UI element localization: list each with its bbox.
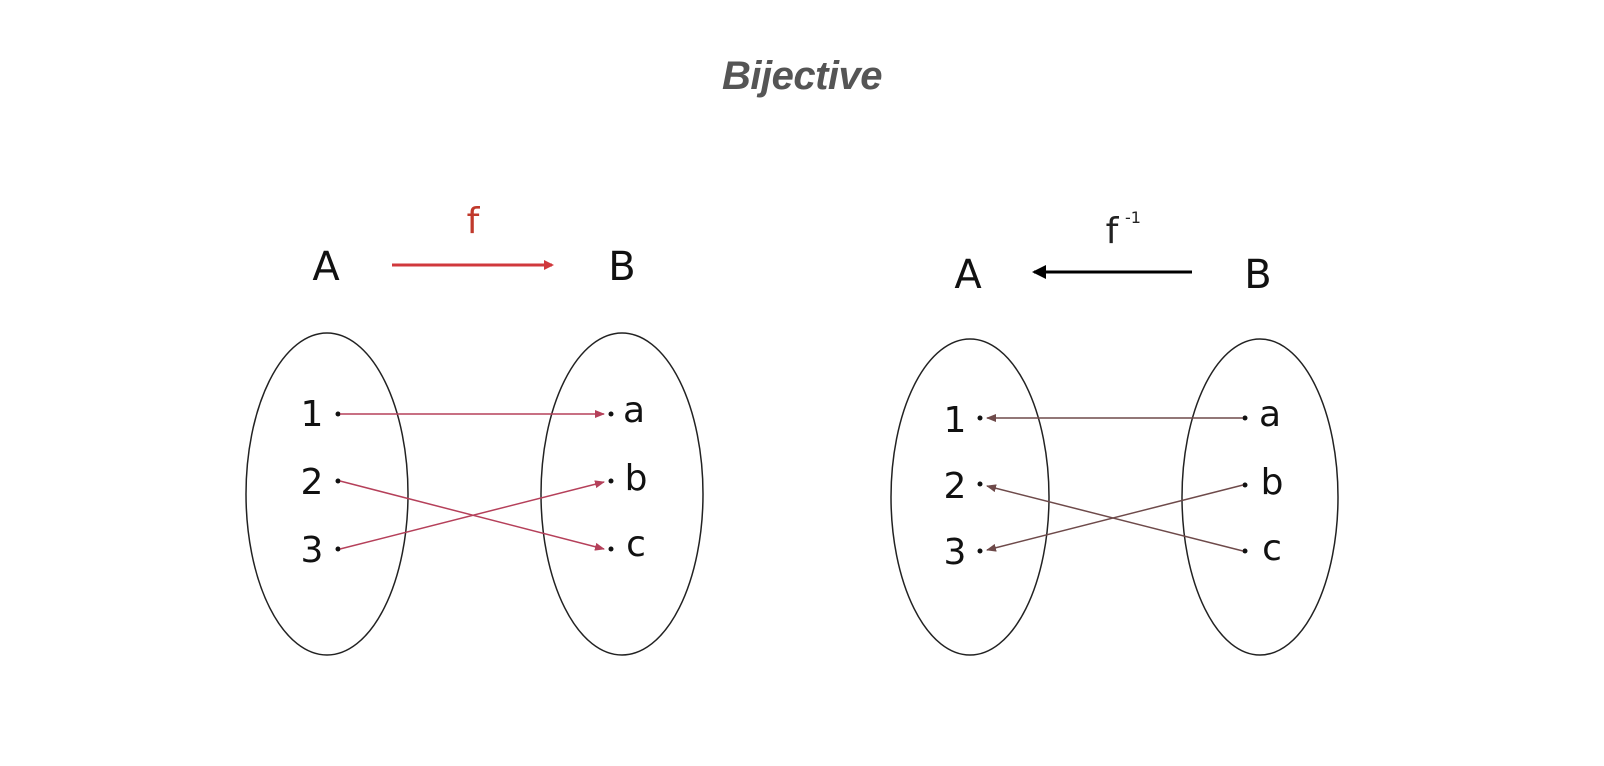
set-label-b: B: [1244, 252, 1271, 298]
point-c: [1242, 548, 1248, 554]
point-c: [608, 546, 614, 552]
element-a: a: [623, 390, 645, 431]
element-3: 3: [944, 532, 967, 573]
element-2: 2: [301, 462, 324, 503]
page-title: Bijective: [721, 54, 883, 98]
mapping-c-to-2: [986, 484, 1244, 552]
point-2: [977, 481, 983, 487]
point-3: [977, 548, 983, 554]
element-b: b: [625, 458, 648, 499]
point-a: [1242, 415, 1248, 421]
point-1: [977, 415, 983, 421]
element-a: a: [1259, 394, 1281, 435]
set-a-ellipse: [890, 338, 1050, 656]
set-b-ellipse: [540, 332, 704, 656]
set-label-a: A: [312, 244, 340, 290]
inverse-function-diagram: f -1 A B 1 2 3 a b c: [890, 208, 1339, 656]
element-c: c: [1262, 528, 1282, 569]
point-b: [608, 478, 614, 484]
function-label-f: f: [467, 201, 481, 242]
point-3: [335, 546, 341, 552]
set-b-ellipse: [1181, 338, 1339, 656]
point-2: [335, 478, 341, 484]
element-3: 3: [301, 530, 324, 571]
element-1: 1: [944, 400, 967, 441]
mapping-3-to-b: [339, 480, 605, 550]
element-c: c: [626, 524, 646, 565]
set-label-b: B: [608, 244, 635, 290]
element-1: 1: [301, 394, 324, 435]
function-label-f-inverse: f: [1106, 211, 1120, 252]
point-b: [1242, 482, 1248, 488]
inverse-superscript: -1: [1125, 208, 1141, 227]
element-2: 2: [944, 466, 967, 507]
set-label-a: A: [954, 252, 982, 298]
element-b: b: [1261, 462, 1284, 503]
set-a-ellipse: [245, 332, 409, 656]
mapping-b-to-3: [986, 484, 1244, 552]
point-a: [608, 411, 614, 417]
point-1: [335, 411, 341, 417]
forward-function-diagram: f A B 1 2 3 a b c: [245, 201, 704, 656]
